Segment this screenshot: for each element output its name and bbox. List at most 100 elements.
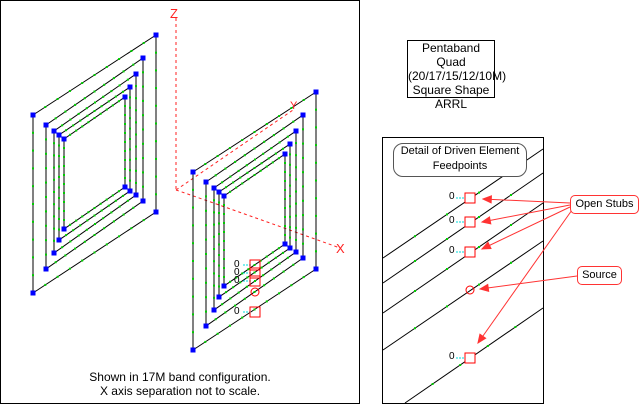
segment-marker — [99, 112, 102, 115]
segment-marker — [94, 223, 96, 225]
segment-marker — [63, 201, 65, 203]
segment-marker — [213, 260, 215, 263]
segment-marker — [192, 295, 194, 298]
segment-marker — [81, 82, 84, 84]
segment-marker — [61, 124, 64, 127]
segment-marker — [93, 207, 96, 209]
segment-marker — [223, 240, 225, 242]
segment-marker — [63, 183, 65, 185]
segment-marker — [295, 190, 297, 193]
segment-marker — [510, 261, 512, 264]
segment-marker — [155, 140, 157, 143]
segment-marker — [142, 128, 144, 131]
segment-marker — [32, 131, 34, 134]
segment-marker — [241, 182, 244, 185]
segment-marker — [295, 202, 297, 205]
segment-marker — [290, 284, 293, 287]
segment-marker — [122, 213, 125, 216]
wire-node — [43, 266, 49, 272]
segment-marker — [282, 270, 285, 273]
segment-marker — [142, 171, 144, 174]
segment-marker — [32, 274, 34, 277]
segment-marker — [83, 240, 86, 243]
segment-marker — [130, 227, 133, 230]
segment-marker — [265, 123, 268, 125]
stub-value: 0 — [234, 306, 240, 317]
segment-marker — [510, 194, 512, 196]
wire-node — [51, 128, 57, 134]
segment-marker — [53, 203, 55, 206]
stub-marker — [249, 275, 261, 287]
segment-marker — [142, 71, 144, 74]
segment-marker — [86, 219, 89, 222]
segment-marker — [142, 142, 144, 145]
segment-marker — [315, 250, 317, 253]
segment-marker — [225, 186, 228, 189]
segment-marker — [213, 284, 215, 287]
segment-marker — [254, 280, 256, 282]
segment-marker — [223, 204, 225, 206]
segment-marker — [205, 195, 207, 198]
segment-marker — [478, 216, 480, 218]
wire-node — [153, 209, 159, 215]
segment-marker — [135, 157, 137, 160]
wire-node — [30, 112, 36, 118]
wire-node — [127, 84, 133, 90]
arrowhead — [480, 216, 492, 225]
wire-node — [287, 245, 293, 251]
segment-marker — [79, 119, 82, 122]
x-axis — [175, 189, 341, 249]
segment-marker — [265, 255, 268, 258]
segment-marker — [292, 263, 295, 266]
segment-marker — [221, 181, 224, 184]
segment-marker — [129, 138, 131, 140]
segment-marker — [278, 115, 281, 117]
segment-marker — [431, 383, 434, 385]
segment-marker — [270, 268, 273, 271]
segment-marker — [58, 228, 60, 231]
wire-loop — [53, 73, 137, 254]
segment-marker — [205, 224, 207, 227]
segment-marker — [239, 176, 242, 179]
segment-marker — [117, 100, 120, 103]
segment-marker — [315, 126, 317, 129]
segment-marker — [284, 216, 286, 218]
segment-marker — [94, 101, 96, 104]
segment-marker — [142, 99, 144, 102]
segment-marker — [63, 219, 65, 221]
segment-marker — [129, 106, 131, 109]
segment-marker — [205, 296, 207, 299]
segment-marker — [234, 160, 237, 163]
segment-marker — [114, 95, 117, 98]
segment-marker — [124, 150, 126, 152]
title-line: ARRL — [434, 97, 467, 111]
segment-marker — [114, 199, 117, 202]
segment-marker — [514, 326, 517, 328]
wire-node — [56, 132, 62, 138]
segment-marker — [302, 99, 305, 101]
segment-marker — [282, 127, 285, 130]
title-line: Square Shape — [412, 83, 490, 97]
segment-marker — [289, 163, 291, 166]
segment-marker — [32, 203, 34, 205]
segment-marker — [142, 185, 144, 188]
callout-arrow — [481, 206, 571, 250]
segment-marker — [253, 308, 256, 311]
segment-marker — [218, 264, 220, 267]
segment-marker — [32, 185, 34, 188]
stub-value: 0 — [449, 191, 455, 202]
segment-marker — [192, 224, 194, 227]
segment-marker — [99, 202, 102, 205]
wire-node — [211, 307, 217, 313]
segment-marker — [105, 243, 108, 246]
segment-marker — [253, 131, 256, 133]
segment-marker — [289, 195, 291, 197]
segment-marker — [302, 142, 304, 145]
segment-marker — [246, 276, 249, 279]
segment-marker — [302, 128, 304, 131]
segment-marker — [75, 129, 78, 132]
segment-marker — [243, 297, 246, 300]
segment-marker — [284, 198, 286, 200]
segment-marker — [278, 292, 281, 295]
segment-marker — [241, 139, 244, 141]
